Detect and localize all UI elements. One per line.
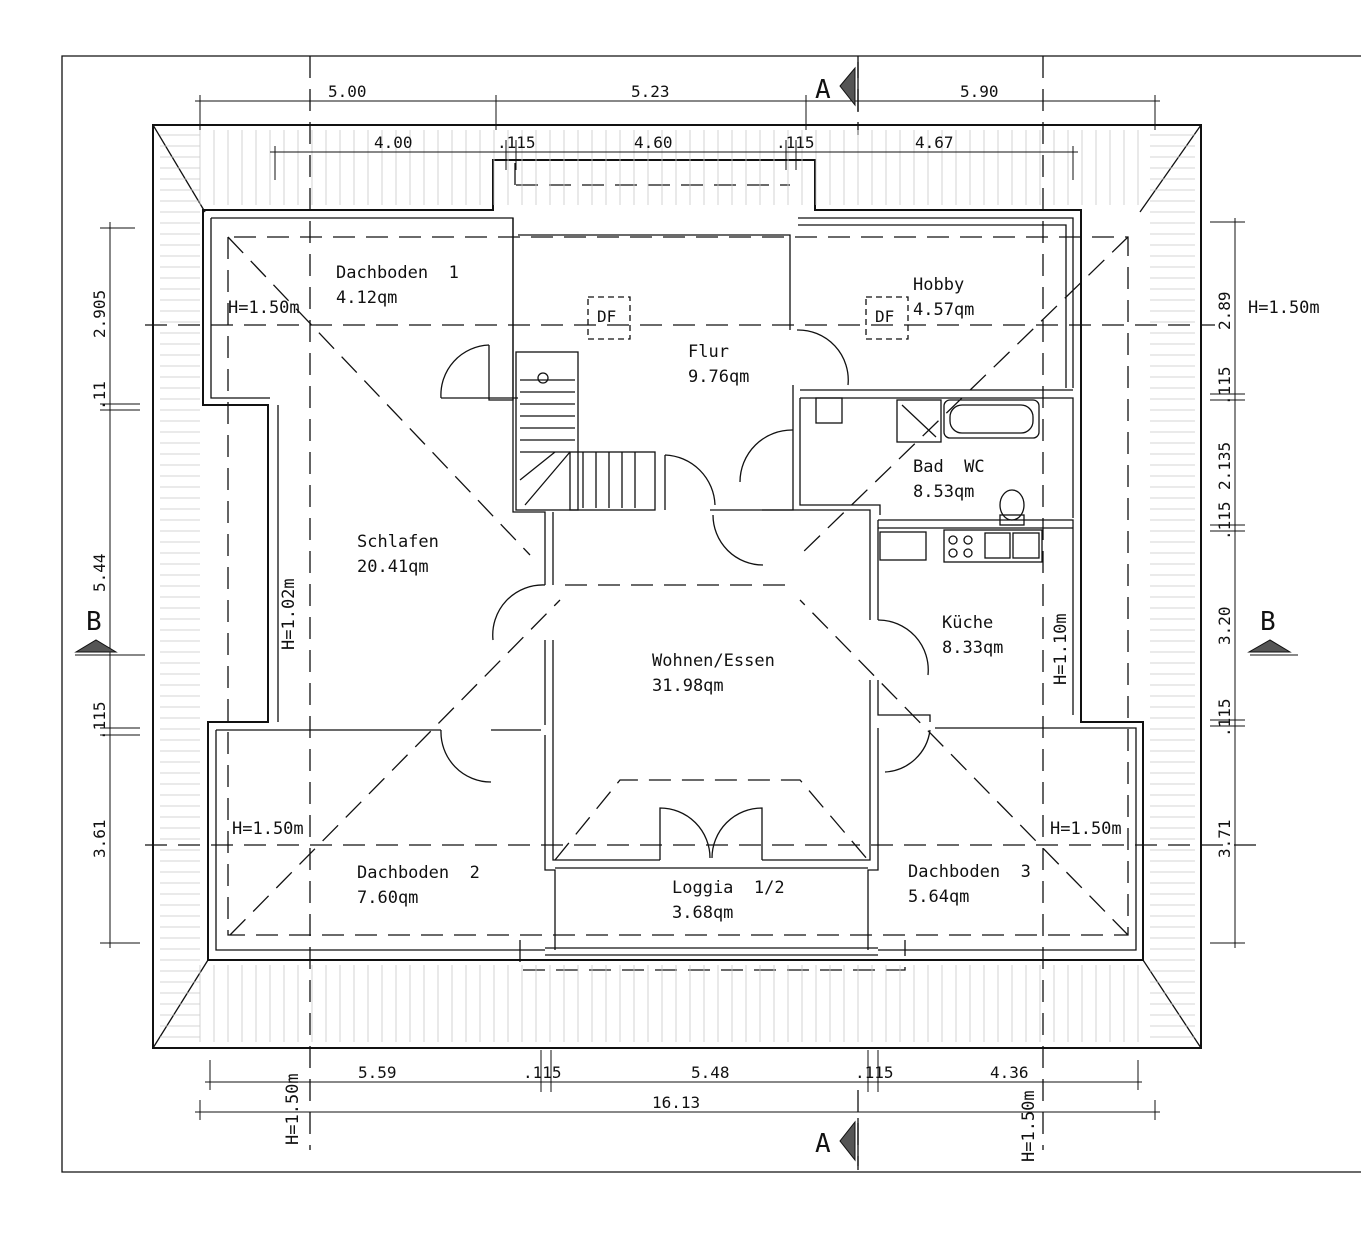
room-wohnen-essen: Wohnen/Essen 31.98qm: [652, 651, 775, 696]
staircase: [515, 351, 666, 511]
dim-bottom-inner: .115: [855, 1063, 894, 1082]
room-flur: Flur 9.76qm: [688, 342, 749, 387]
room-area: 9.76qm: [688, 367, 749, 387]
dim-top-outer: 5.90: [960, 82, 999, 101]
dim-left: .11: [90, 381, 109, 410]
room-name: Flur: [688, 342, 729, 362]
dim-right: 2.135: [1215, 442, 1234, 490]
room-name: Dachboden 1: [336, 263, 459, 283]
room-schlafen: Schlafen 20.41qm: [357, 532, 439, 577]
dim-right: .115: [1215, 501, 1234, 540]
roof-hatching: [160, 130, 1195, 1042]
walls: [202, 159, 1144, 961]
dim-left: .115: [90, 701, 109, 740]
dim-bottom-inner: .115: [523, 1063, 562, 1082]
room-kueche: Küche 8.33qm: [942, 613, 1003, 658]
room-name: Hobby: [913, 275, 964, 295]
room-area: 3.68qm: [672, 903, 733, 923]
bathroom-fixtures: [815, 397, 1040, 526]
dim-bottom-total: 16.13: [652, 1093, 700, 1112]
dim-top-outer: 5.00: [328, 82, 367, 101]
dim-right: .115: [1215, 698, 1234, 737]
dim-bottom-inner: 5.48: [691, 1063, 730, 1082]
room-area: 4.57qm: [913, 300, 974, 320]
dim-top-inner: 4.60: [634, 133, 673, 152]
dim-top-outer: 5.23: [631, 82, 670, 101]
dim-right: .115: [1215, 366, 1234, 405]
height-label: H=1.50m: [1050, 819, 1122, 839]
section-marker-a-bottom: A: [815, 1118, 859, 1166]
dim-right: 2.89: [1215, 291, 1234, 330]
dim-left: 2.905: [90, 290, 109, 338]
height-label: H=1.02m: [279, 578, 299, 650]
section-marker-a-top: A: [815, 62, 859, 112]
height-label: H=1.50m: [1019, 1090, 1039, 1162]
dim-bottom-inner: 5.59: [358, 1063, 397, 1082]
skylight-1: DF: [587, 296, 631, 340]
dim-left: 5.44: [90, 553, 109, 592]
room-dachboden-1: Dachboden 1 4.12qm: [336, 263, 459, 308]
section-a-label: A: [815, 1129, 831, 1159]
dim-left: 3.61: [90, 819, 109, 858]
room-name: Dachboden 3: [908, 862, 1031, 882]
room-area: 8.33qm: [942, 638, 1003, 658]
room-dachboden-3: Dachboden 3 5.64qm: [908, 862, 1031, 907]
height-annotations: H=1.50m H=1.50m H=1.50m H=1.50m H=1.02m …: [228, 298, 1320, 1162]
skylight-2: DF: [865, 296, 909, 340]
dim-top-inner: .115: [497, 133, 536, 152]
dim-right: 3.20: [1215, 606, 1234, 645]
dim-top-inner: 4.00: [374, 133, 413, 152]
height-label: H=1.50m: [232, 819, 304, 839]
section-marker-b-right: B: [1247, 607, 1292, 653]
height-label: H=1.50m: [1248, 298, 1320, 318]
room-area: 31.98qm: [652, 676, 724, 696]
room-dachboden-2: Dachboden 2 7.60qm: [357, 863, 480, 908]
height-label: H=1.10m: [1051, 613, 1071, 685]
drawing-frame: [61, 55, 1361, 1173]
room-hobby: Hobby 4.57qm: [913, 275, 974, 320]
doors: [440, 329, 931, 860]
room-loggia: Loggia 1/2 3.68qm: [672, 878, 785, 923]
dim-top-inner: 4.67: [915, 133, 954, 152]
room-name: Schlafen: [357, 532, 439, 552]
dimension-texts: 5.00 5.23 5.90 4.00 .115 4.60 .115 4.67 …: [90, 82, 1234, 1112]
section-b-label: B: [86, 607, 102, 637]
height-label: H=1.50m: [283, 1073, 303, 1145]
room-area: 8.53qm: [913, 482, 974, 502]
room-name: Bad WC: [913, 457, 985, 477]
roof-outline: [152, 124, 1202, 1049]
skylight-label: DF: [597, 307, 616, 326]
room-area: 5.64qm: [908, 887, 969, 907]
dimension-lines: [75, 95, 1298, 1120]
room-name: Dachboden 2: [357, 863, 480, 883]
room-area: 7.60qm: [357, 888, 418, 908]
room-name: Loggia 1/2: [672, 878, 785, 898]
room-bad-wc: Bad WC 8.53qm: [913, 457, 985, 502]
dim-top-inner: .115: [776, 133, 815, 152]
section-marker-b-left: B: [74, 607, 118, 653]
room-area: 4.12qm: [336, 288, 397, 308]
section-a-label: A: [815, 75, 831, 105]
roof-dashed-lines: [145, 56, 1265, 1170]
room-name: Wohnen/Essen: [652, 651, 775, 671]
skylight-label: DF: [875, 307, 894, 326]
kitchen-fixtures: [879, 529, 1043, 563]
dim-bottom-inner: 4.36: [990, 1063, 1029, 1082]
room-name: Küche: [942, 613, 993, 633]
section-b-label: B: [1260, 607, 1276, 637]
height-label: H=1.50m: [228, 298, 300, 318]
room-area: 20.41qm: [357, 557, 429, 577]
dim-right: 3.71: [1215, 819, 1234, 858]
